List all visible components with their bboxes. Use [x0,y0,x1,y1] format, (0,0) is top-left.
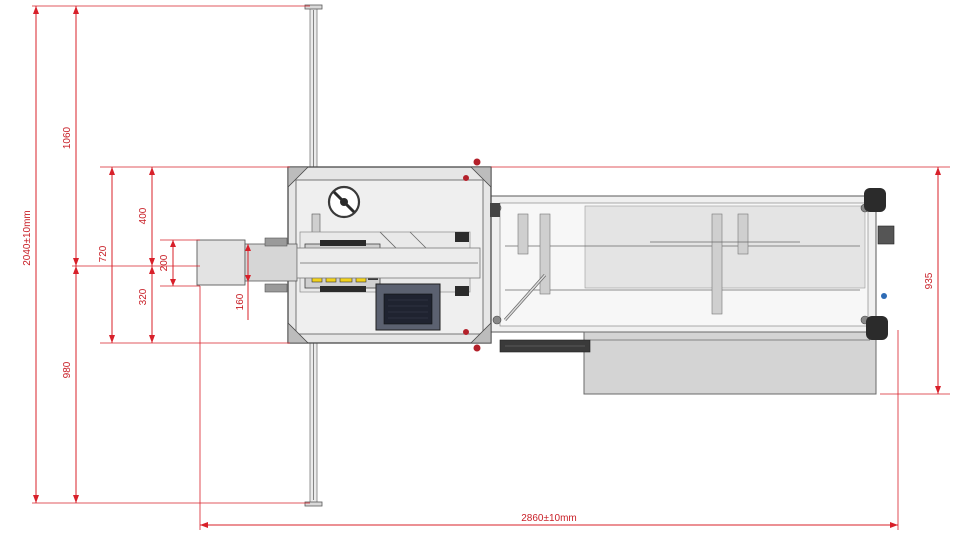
dim-overall-length: 2860±10mm [521,513,577,524]
dim-conveyor-inner: 160 [235,293,246,310]
dim-overall-height: 2040±10mm [22,210,33,266]
dim-frame-upper: 400 [138,207,149,224]
dim-table-depth: 935 [924,272,935,289]
dim-upper-height: 1060 [62,126,73,149]
lower-extension-plate [583,331,877,395]
dim-conveyor-width: 200 [159,254,170,271]
support-bar-bottom-cap [304,501,323,507]
dim-lower-height: 980 [62,361,73,378]
dimension-lines [32,5,950,530]
dim-frame-lower: 320 [138,288,149,305]
machine-top-view [196,4,895,507]
control-box [375,283,441,331]
dim-frame-height: 720 [98,245,109,262]
caster-wheels [864,188,895,340]
long-table [489,195,877,333]
dimension-labels: 2040±10mm 1060 980 720 400 320 200 160 9… [22,126,935,524]
support-bar-top-cap [304,4,323,10]
infeed-conveyor [196,237,298,293]
